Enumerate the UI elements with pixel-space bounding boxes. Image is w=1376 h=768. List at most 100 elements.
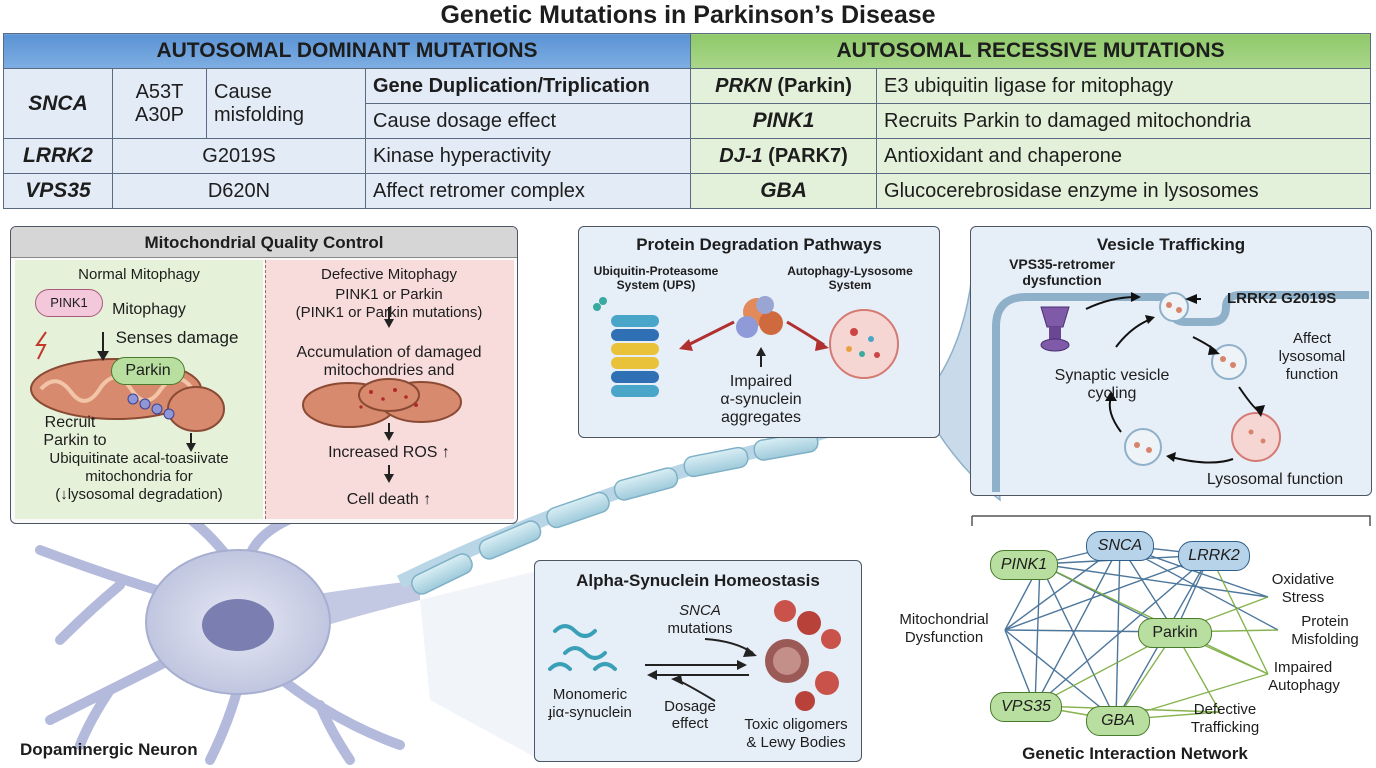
- node-snca: SNCA: [1086, 531, 1154, 561]
- mito-drawings: [30, 307, 462, 483]
- als-label-1: Autophagy-Lysosome: [787, 264, 913, 278]
- cell-death: Cell death ↑: [265, 491, 513, 509]
- affect-lysosomal-2: lysosomal: [1278, 348, 1346, 365]
- synaptic-cycling-1: Synaptic vesicle: [1054, 367, 1170, 384]
- lrrk2-variant: G2019S: [112, 138, 366, 174]
- outcome-protein-1: Protein: [1301, 613, 1349, 630]
- gene-lrrk2: LRRK2: [3, 138, 113, 174]
- snca-variant-a30p: A30P: [135, 103, 184, 126]
- node-vps35: VPS35: [990, 692, 1062, 722]
- monomer-icon: [548, 624, 617, 671]
- mito-panel-title: Mitochondrial Quality Control: [144, 233, 384, 252]
- increased-ros: Increased ROS ↑: [265, 444, 513, 462]
- gene-prkn: PRKN (Parkin): [690, 68, 878, 104]
- up-arrow-icon: ↑: [441, 444, 450, 461]
- vps35-retromer-label-2: dysfunction: [1022, 272, 1102, 288]
- vesicle-panel-title: Vesicle Trafficking: [1096, 235, 1246, 254]
- lewy-body-icon: [765, 600, 841, 711]
- defective-line-2: (PINK1 or Parkin mutations): [295, 304, 483, 321]
- recessive-header: AUTOSOMAL RECESSIVE MUTATIONS: [690, 33, 1372, 69]
- outcome-autophagy-2: Autophagy: [1268, 677, 1340, 694]
- lrrk2-effect: Kinase hyperactivity: [364, 138, 692, 174]
- vps35-variant: D620N: [112, 173, 366, 209]
- increased-ros-text: Increased ROS: [328, 444, 438, 461]
- ups-label-2: System (UPS): [616, 278, 696, 292]
- affect-lysosomal-3: function: [1285, 366, 1339, 383]
- gene-pink1: PINK1: [690, 103, 878, 139]
- outcome-autophagy-1: Impaired: [1273, 659, 1333, 676]
- monomeric-label-1: Monomeric: [552, 686, 628, 703]
- pink1-badge: PINK1: [35, 289, 103, 317]
- recruit-label-3: Ubiquitinate acal-toasiivate: [49, 450, 229, 467]
- outcome-mitochondrial-2: Dysfunction: [904, 629, 984, 646]
- vps35-effect: Affect retromer complex: [364, 173, 692, 209]
- lysosomal-function-label: Lysosomal function: [1206, 471, 1344, 488]
- node-pink1: PINK1: [990, 550, 1058, 580]
- mitophagy-label: Mitophagy: [112, 301, 186, 318]
- mutation-table: AUTOSOMAL DOMINANT MUTATIONS AUTOSOMAL R…: [2, 33, 1372, 209]
- ups-label-1: Ubiquitin-Proteasome: [593, 264, 719, 278]
- defective-line-1: PINK1 or Parkin: [335, 286, 443, 303]
- mito-quality-panel: Mitochondrial Quality Control Normal Mit…: [10, 226, 518, 524]
- parkin-badge: Parkin: [111, 357, 185, 385]
- snca-dosage-effect: Cause dosage effect: [364, 103, 692, 139]
- protein-degradation-panel: Protein Degradation Pathways: [578, 226, 940, 438]
- vesicle-trafficking-panel: Vesicle Trafficking: [970, 226, 1372, 496]
- retromer-icon: [1040, 306, 1070, 352]
- outcome-protein-2: Misfolding: [1291, 631, 1359, 648]
- snca-mutations-label-1: SNCA: [679, 602, 721, 619]
- cell-death-text: Cell death: [346, 491, 419, 508]
- up-arrow-icon: ↑: [423, 491, 432, 508]
- outcome-oxidative-1: Oxidative: [1271, 571, 1335, 588]
- protein-panel-title: Protein Degradation Pathways: [636, 235, 882, 254]
- gene-vps35: VPS35: [3, 173, 113, 209]
- impaired-label-2: α-synuclein: [720, 391, 802, 408]
- recruit-label-1: Recruit: [44, 414, 96, 431]
- recruit-label-2: Parkin to: [43, 432, 107, 449]
- recruit-label-4: mitochondria for: [85, 468, 193, 485]
- dj1-name: DJ-1: [719, 144, 763, 167]
- aggregate-icon: [736, 296, 783, 338]
- toxic-oligomers-label-1: Toxic oligomers: [744, 716, 848, 733]
- node-gba: GBA: [1086, 706, 1150, 736]
- impaired-label-3: aggregates: [720, 409, 802, 426]
- senses-damage-label: Senses damage: [115, 328, 239, 347]
- impaired-label-1: Impaired: [729, 373, 793, 390]
- dosage-effect-label-1: Dosage: [664, 698, 716, 715]
- lysosome-icon: [829, 309, 899, 379]
- alpha-drawings: [548, 600, 841, 711]
- node-parkin: Parkin: [1138, 618, 1212, 648]
- gba-function: Glucocerebrosidase enzyme in lysosomes: [876, 173, 1372, 209]
- myelin-sheath: [411, 431, 819, 595]
- dosage-effect-label-2: effect: [671, 715, 709, 732]
- alpha-synuclein-panel: Alpha-Synuclein Homeostasis SNCA mutatio…: [534, 560, 862, 762]
- nucleus: [202, 599, 274, 651]
- lrrk2-g2019s-label: LRRK2 G2019S: [1227, 290, 1337, 307]
- node-lrrk2: LRRK2: [1178, 541, 1250, 571]
- outcome-mitochondrial-1: Mitochondrial: [899, 611, 989, 628]
- recruit-label-5: (↓lysosomal degradation): [55, 486, 223, 503]
- snca-effect-line2: misfolding: [214, 103, 305, 126]
- synaptic-cycling-2: cycling: [1087, 385, 1137, 402]
- network-title: Genetic Interaction Network: [1022, 744, 1248, 763]
- snca-mutations-label-2: mutations: [667, 620, 733, 637]
- dj1-alias: (PARK7): [762, 144, 848, 167]
- accumulation-line-2: mitochondries and: [323, 362, 455, 379]
- monomeric-label-2: ɟiα-synuclein: [548, 704, 632, 721]
- mito-panel-header: [11, 227, 517, 258]
- prkn-alias: (Parkin): [771, 74, 852, 97]
- gene-dj1: DJ-1 (PARK7): [690, 138, 878, 174]
- dj1-function: Antioxidant and chaperone: [876, 138, 1372, 174]
- outcome-trafficking-1: Defective: [1193, 701, 1257, 718]
- toxic-oligomers-label-2: & Lewy Bodies: [746, 734, 846, 751]
- pink1-function: Recruits Parkin to damaged mitochondria: [876, 103, 1372, 139]
- vesicles: [1124, 292, 1281, 466]
- snca-effect-line1: Cause: [214, 80, 272, 103]
- prkn-function: E3 ubiquitin ligase for mitophagy: [876, 68, 1372, 104]
- protein-drawings: [593, 296, 899, 397]
- snca-duplication: Gene Duplication/Triplication: [364, 68, 692, 104]
- alpha-panel-title: Alpha-Synuclein Homeostasis: [576, 571, 820, 590]
